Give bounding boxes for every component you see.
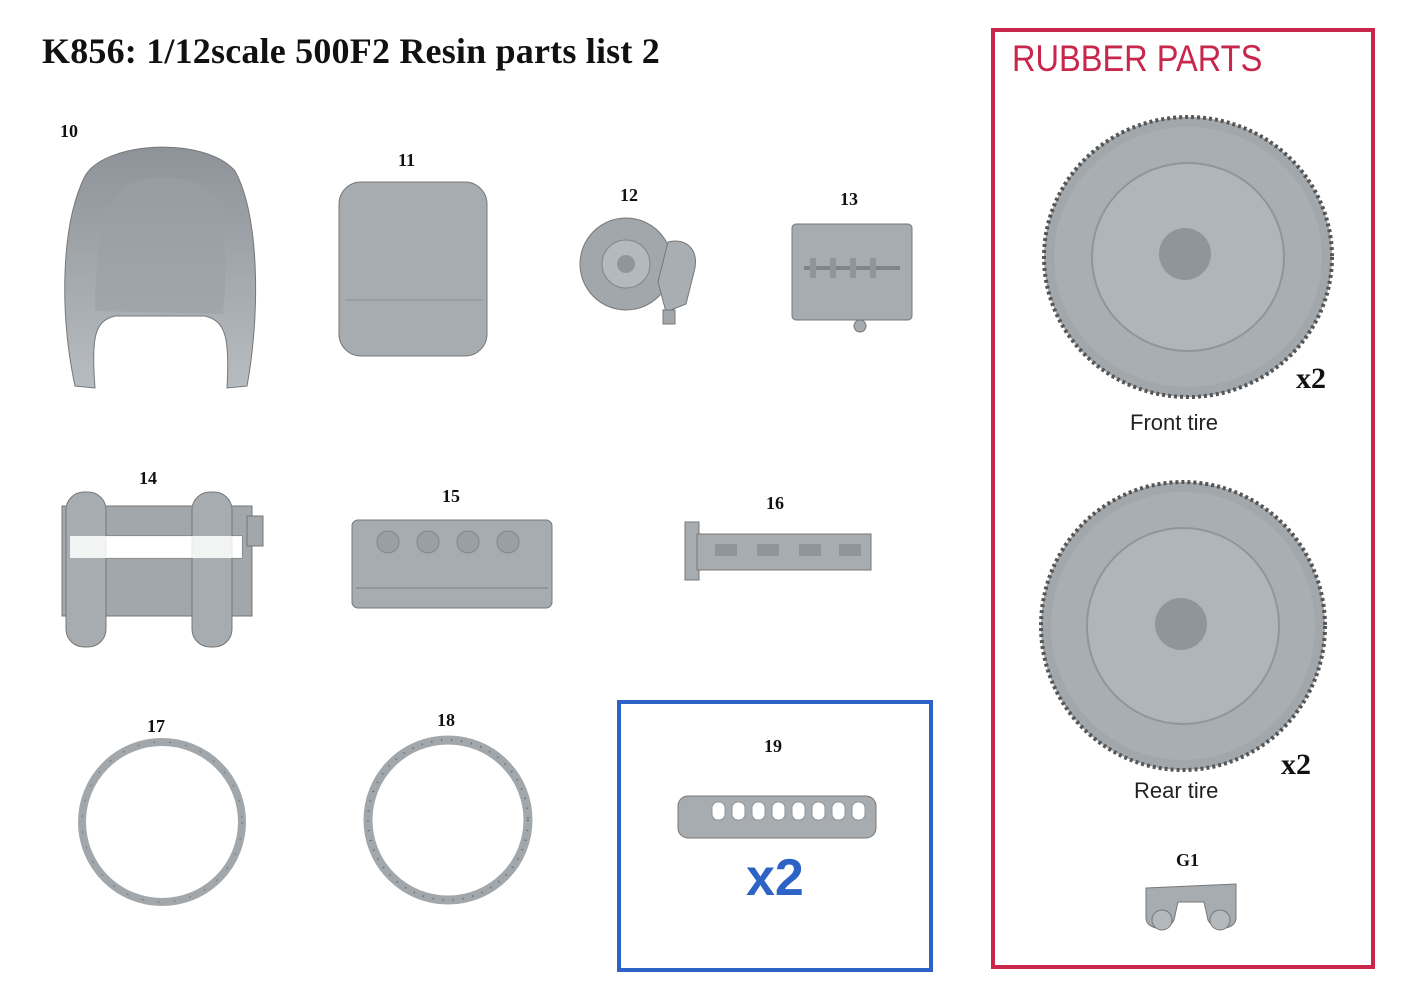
part-number-19: 19	[764, 736, 782, 756]
part-number-g1: G1	[1176, 850, 1200, 870]
gear-housing-part	[579, 217, 696, 325]
part-number-16: 16	[766, 493, 784, 513]
part-number-13: 13	[840, 189, 858, 209]
seat-part	[64, 146, 257, 389]
part-number-10: 10	[60, 121, 78, 141]
g1-part-image	[1145, 883, 1237, 931]
crankcase-part	[61, 491, 264, 648]
part-number-14: 14	[139, 468, 157, 488]
part-number-12: 12	[620, 185, 638, 205]
front-tire-image	[1042, 115, 1334, 399]
rubber-parts-box	[991, 28, 1375, 969]
cushion-part	[338, 181, 488, 357]
part-number-17: 17	[147, 716, 165, 736]
front-tire-multiplier: x2	[1296, 362, 1326, 395]
part-number-18: 18	[437, 710, 455, 730]
part-19-multiplier: x2	[746, 849, 804, 907]
part-number-11: 11	[398, 150, 416, 170]
ring-part	[78, 738, 246, 906]
rear-tire-label: Rear tire	[1134, 778, 1219, 803]
part-19-highlight-box	[617, 700, 933, 972]
rear-tire-multiplier: x2	[1281, 748, 1311, 781]
rim-part	[363, 735, 533, 905]
rubber-parts-title: RUBBER PARTS	[1012, 38, 1263, 79]
rear-tire-image	[1039, 480, 1327, 772]
engine-block-part	[791, 223, 913, 333]
cylinder-head-part	[351, 519, 553, 609]
exhaust-port-part	[677, 795, 877, 839]
page-title: K856: 1/12scale 500F2 Resin parts list 2	[42, 31, 660, 71]
front-tire-label: Front tire	[1130, 410, 1219, 435]
manifold-part	[684, 521, 872, 581]
part-number-15: 15	[442, 486, 460, 506]
